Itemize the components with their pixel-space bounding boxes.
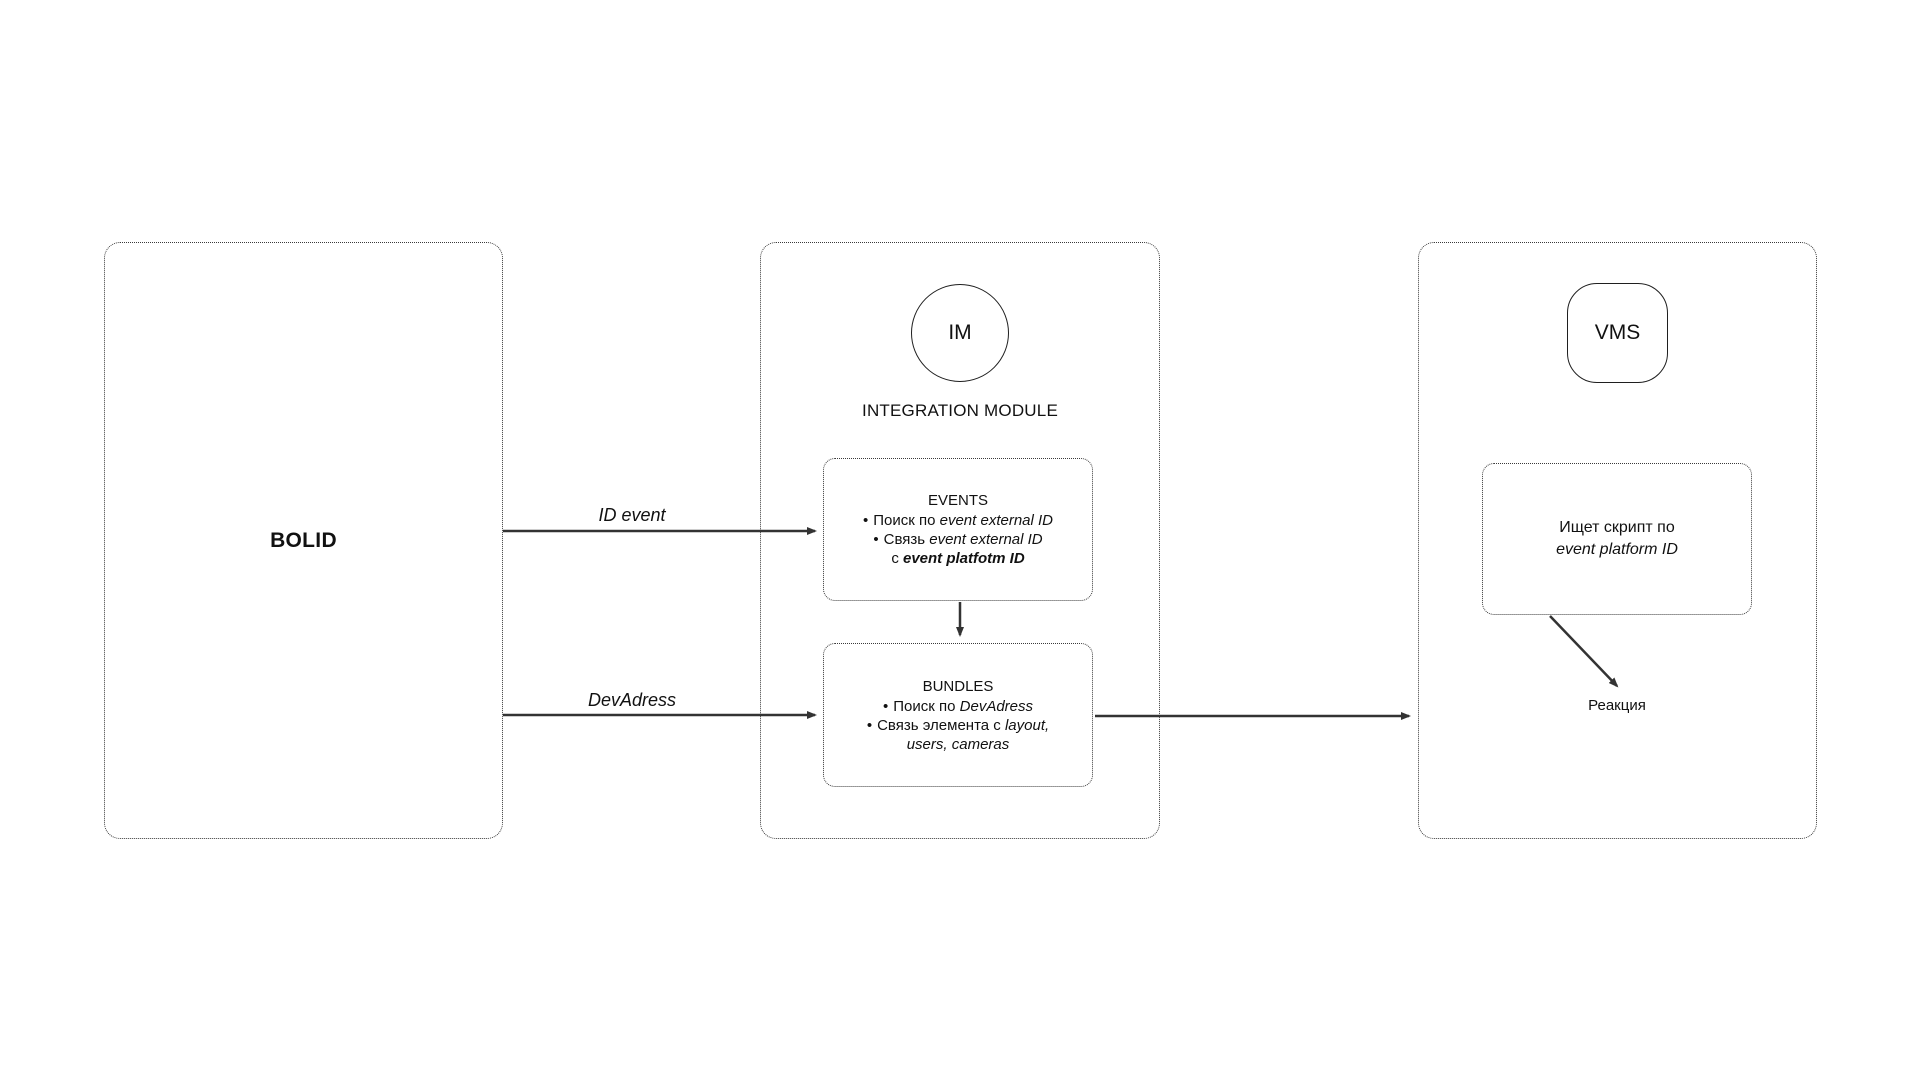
events-bullet-2: •Связь event external ID (873, 530, 1042, 549)
bullet-icon: • (883, 697, 889, 715)
bundles-title: BUNDLES (922, 677, 994, 695)
devadress-flow-label: DevAdress (587, 690, 677, 710)
bullet-icon: • (873, 531, 879, 548)
events-b1-text: Поиск по (873, 512, 940, 529)
im-badge: IM (911, 284, 1009, 382)
bullet-icon: • (866, 716, 873, 734)
bundles-b2-italic: layout, (1004, 716, 1050, 734)
bundles-bullet-2: •Связь элемента с layout, (867, 716, 1049, 735)
im-badge-label: IM (948, 321, 972, 344)
vms-script-box: Ищет скрипт по event platform ID (1482, 463, 1752, 615)
events-title: EVENTS (927, 492, 988, 509)
events-b1-italic: event external ID (939, 512, 1054, 529)
vms-script-line2: event platform ID (1556, 541, 1678, 558)
bundles-box: BUNDLES •Поиск по DevAdress •Связь элеме… (823, 643, 1093, 787)
events-b3-bold-italic: event platfotm ID (902, 550, 1025, 567)
bundles-bullet-1: •Поиск по DevAdress (883, 697, 1033, 716)
events-b3-text: с (891, 550, 903, 567)
bullet-icon: • (862, 512, 869, 529)
bundles-b1-text: Поиск по (893, 697, 960, 715)
reaction-label: Реакция (1588, 697, 1646, 714)
events-bullet-2-cont: с event platfotm ID (891, 549, 1024, 568)
events-bullet-1: •Поиск по event external ID (863, 511, 1053, 530)
events-box: EVENTS •Поиск по event external ID •Связ… (823, 458, 1093, 601)
vms-script-line1: Ищет скрипт по (1559, 519, 1675, 536)
bundles-b1-italic: DevAdress (959, 697, 1033, 715)
events-b2-italic: event external ID (929, 531, 1043, 548)
bolid-container: BOLID (104, 242, 503, 839)
integration-module-title: INTEGRATION MODULE (862, 401, 1058, 420)
vms-badge-label: VMS (1594, 321, 1641, 344)
vms-badge: VMS (1567, 283, 1668, 383)
bundles-bullet-2-cont: users, cameras (907, 735, 1010, 754)
events-b2-text: Связь (883, 531, 930, 548)
bolid-label: BOLID (270, 528, 337, 552)
id-event-flow-label: ID event (598, 505, 666, 525)
bundles-b2-text: Связь элемента с (877, 716, 1005, 734)
bundles-b3-italic: users, cameras (906, 735, 1010, 753)
